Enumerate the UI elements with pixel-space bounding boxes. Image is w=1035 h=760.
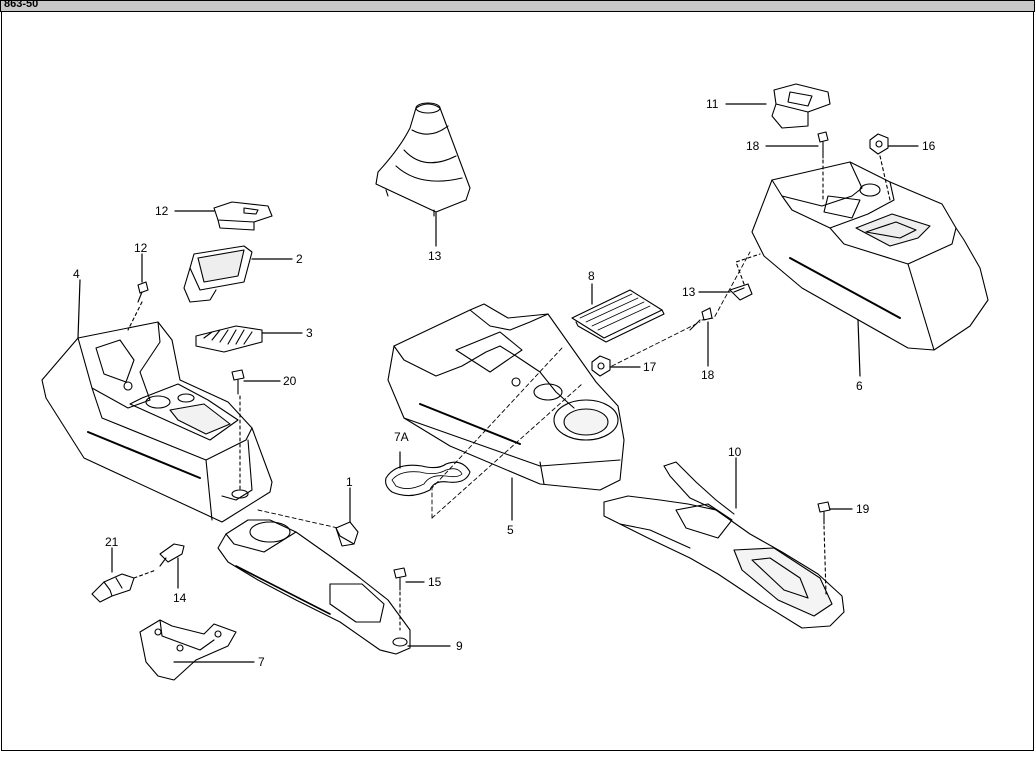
callout-19-center: 18 <box>701 368 715 382</box>
callout-19-right: 19 <box>856 502 870 516</box>
part-2-ashtray <box>183 245 253 303</box>
callout-20: 20 <box>283 374 297 388</box>
callout-1: 1 <box>346 475 353 489</box>
callout-19-top: 18 <box>746 139 760 153</box>
part-1-clip <box>335 521 359 547</box>
callout-15: 13 <box>682 285 696 299</box>
part-18-nut-center <box>591 355 611 377</box>
part-10-rear-trim <box>603 461 845 629</box>
part-12-switch <box>213 201 273 231</box>
callout-16: 14 <box>173 591 187 605</box>
part-13-gear-boot <box>375 102 471 217</box>
part-16-bulb <box>159 543 185 567</box>
callout-12: 12 <box>155 204 169 218</box>
part-8-mat <box>571 289 665 343</box>
part-21-connector <box>91 569 157 603</box>
diagram-id: 863-50 <box>4 0 39 10</box>
part-6-rear-console <box>751 161 989 351</box>
callout-21: 21 <box>105 535 119 549</box>
callout-10: 10 <box>728 445 742 459</box>
part-9-front-trim <box>217 519 411 655</box>
callout-11: 11 <box>706 97 719 111</box>
part-7a-gasket <box>385 461 471 497</box>
callout-18-center: 17 <box>643 360 657 374</box>
callout-8: 8 <box>588 269 595 283</box>
callout-6: 6 <box>856 379 863 393</box>
callout-18-top: 16 <box>922 139 936 153</box>
part-4-front-console <box>41 321 273 523</box>
part-19-screw-right <box>817 501 831 595</box>
leader-lines <box>77 103 919 663</box>
callout-17: 15 <box>428 575 442 589</box>
part-19-screw-top <box>817 131 829 201</box>
callout-4: 4 <box>73 267 80 281</box>
part-11-switch <box>771 83 831 129</box>
diagram-frame <box>1 11 1034 751</box>
callout-13: 13 <box>428 249 442 263</box>
part-19-screw-center <box>689 307 713 331</box>
part-14-screw <box>127 281 149 331</box>
part-15-clip <box>729 253 761 301</box>
callout-labels: 12 2 3 4 12 20 13 8 17 18 13 11 18 16 6 … <box>73 97 936 669</box>
callout-7a: 7A <box>394 430 409 444</box>
callout-7: 7 <box>258 655 265 669</box>
callout-3: 3 <box>306 326 313 340</box>
part-18-nut-top <box>869 133 891 201</box>
part-5-center-console <box>387 303 625 491</box>
part-17-screw <box>393 567 407 631</box>
part-20-screw <box>231 369 245 491</box>
part-7-bracket <box>139 619 237 681</box>
part-3-vent <box>195 325 263 353</box>
callout-5: 5 <box>507 523 514 537</box>
callout-2: 2 <box>296 252 303 266</box>
callout-9: 9 <box>456 639 463 653</box>
callout-14: 12 <box>134 241 148 255</box>
